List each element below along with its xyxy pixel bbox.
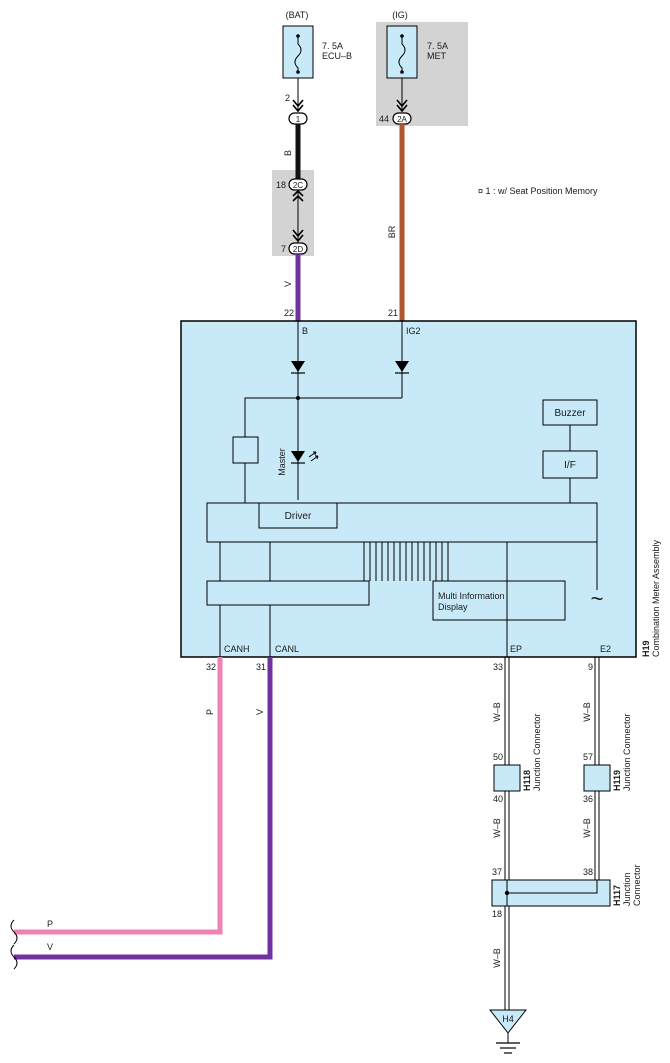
- connector-1-label: 1: [296, 115, 301, 124]
- pin-31: 31: [256, 662, 266, 672]
- wire-wb1-label: W–B: [492, 702, 502, 722]
- h117-pin-left: 37: [492, 867, 502, 877]
- diode-icon: [395, 361, 409, 372]
- small-block: [232, 436, 259, 464]
- chevron-down-icon: [292, 99, 304, 113]
- h118-code: H118: [522, 770, 532, 791]
- fuse-ecu-b-name: ECU–B: [322, 51, 352, 61]
- display-bus: [363, 542, 449, 581]
- buzzer-label: Buzzer: [554, 408, 586, 419]
- pin-22: 22: [284, 308, 294, 318]
- pin-ig2-label: IG2: [406, 326, 421, 336]
- canh-label: CANH: [224, 644, 250, 654]
- break-icon: [10, 944, 18, 970]
- if-box: [542, 450, 598, 479]
- fuse-met-rating: 7. 5A: [427, 41, 448, 51]
- wire-wb4-label: W–B: [582, 818, 592, 838]
- pin-21: 21: [388, 308, 398, 318]
- h119-box: [583, 764, 611, 792]
- chevron-down-icon: [292, 229, 304, 243]
- h119-code: H119: [612, 770, 622, 791]
- wire-wb5-label: W–B: [492, 948, 502, 968]
- pin-44: 44: [379, 114, 389, 124]
- mid-line2: Display: [438, 602, 468, 612]
- diode-icon: [291, 361, 305, 372]
- e2-label: E2: [600, 644, 611, 654]
- combination-meter-box: [180, 320, 637, 658]
- wire-p: [14, 657, 223, 935]
- h118-name: Junction Connector: [532, 713, 542, 791]
- wire-b-label: B: [283, 150, 293, 156]
- wire-p-left-label: P: [47, 919, 53, 929]
- chevron-down-icon: [396, 99, 408, 113]
- fuse-ecu-b-rating: 7. 5A: [322, 41, 343, 51]
- ground-h4-label: H4: [502, 1014, 514, 1024]
- h117-name-1: Junction: [622, 872, 632, 906]
- ep-label: EP: [510, 644, 522, 654]
- fuse-icon: [294, 36, 302, 72]
- wire-wb2-label: W–B: [582, 702, 592, 722]
- wire-wb-e2: [594, 657, 600, 880]
- wire-wb-ep: [504, 657, 510, 1010]
- buzzer-box: [542, 399, 598, 426]
- h19-code: H19: [641, 640, 651, 657]
- h117-pin-bottom: 18: [492, 909, 502, 919]
- h118-pin-top: 50: [493, 752, 503, 762]
- connector-2c-label: 2C: [293, 181, 303, 190]
- wire-v-label: V: [255, 709, 265, 715]
- can-block: [206, 580, 370, 606]
- note: ¤ 1 : w/ Seat Position Memory: [478, 186, 598, 196]
- mid-line1: Multi Information: [438, 591, 505, 601]
- h119-pin-top: 57: [583, 752, 593, 762]
- pin-33: 33: [493, 662, 503, 672]
- ig-label: (IG): [392, 10, 408, 20]
- ground-h4-symbol: [488, 1009, 528, 1034]
- pin-32: 32: [206, 662, 216, 672]
- pin-7: 7: [281, 244, 286, 254]
- h119-pin-bottom: 36: [583, 794, 593, 804]
- wire-wb3-label: W–B: [492, 818, 502, 838]
- connector-2d-label: 2D: [293, 245, 303, 254]
- if-label: I/F: [564, 460, 576, 471]
- connector-2a-label: 2A: [397, 115, 407, 124]
- fuse-met-name: MET: [427, 51, 447, 61]
- wire-p-label: P: [205, 709, 215, 715]
- wire-v-left-label: V: [47, 942, 53, 952]
- h117-pin-right: 38: [583, 867, 593, 877]
- wire-br-label: BR: [387, 225, 397, 238]
- fuse-icon: [398, 36, 406, 72]
- canl-label: CANL: [275, 644, 299, 654]
- pin-18: 18: [276, 180, 286, 190]
- wire-v: [14, 657, 273, 960]
- break-icon: [10, 919, 18, 945]
- pin-2: 2: [285, 93, 290, 103]
- bat-label: (BAT): [286, 10, 309, 20]
- h117-code: H117: [612, 885, 622, 906]
- h118-pin-bottom: 40: [493, 794, 503, 804]
- multi-info-display: [432, 580, 566, 621]
- h119-name: Junction Connector: [622, 713, 632, 791]
- master-label: Master: [277, 448, 287, 476]
- pin-b-label: B: [302, 326, 308, 336]
- pin-9: 9: [588, 662, 593, 672]
- h117-name-2: Connector: [632, 864, 642, 906]
- wire-v-top-label: V: [283, 281, 293, 287]
- driver-box: [258, 502, 338, 529]
- ac-tilde: ~: [591, 586, 604, 611]
- h19-name: Combination Meter Assembly: [651, 539, 661, 657]
- h118-box: [493, 764, 521, 792]
- led-icon: [291, 451, 305, 462]
- driver-label: Driver: [285, 511, 312, 522]
